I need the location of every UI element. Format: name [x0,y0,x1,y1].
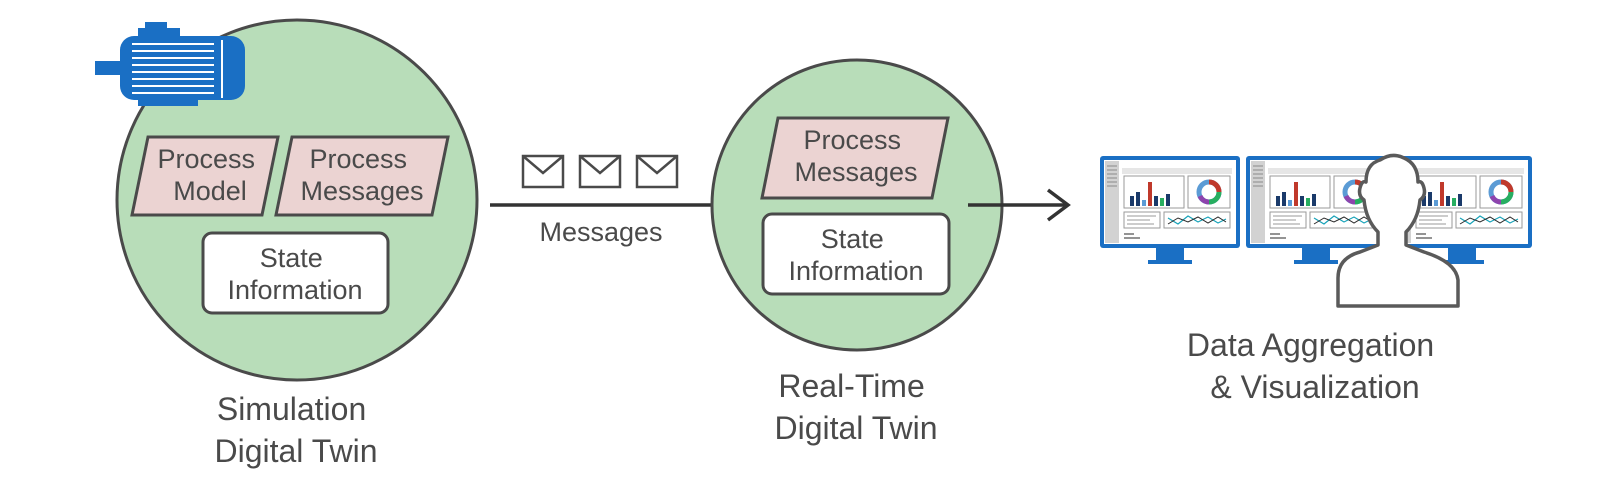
realtime-twin-caption: Real-Time Digital Twin [774,368,937,446]
realtime-state-information-label: State Information [788,224,923,286]
messages-flow: Messages [490,154,745,247]
output-arrowhead [1046,188,1071,222]
motor-icon [95,22,245,106]
envelope-icon [635,154,679,189]
realtime-process-messages-box [760,116,950,200]
simulation-twin-group: Process Model Process Messages State Inf… [95,18,479,469]
envelope-icon [521,154,565,189]
realtime-process-messages-label: Process Messages [794,125,917,187]
visualization-group: Data Aggregation & Visualization [1100,155,1532,405]
monitor-icon [1100,156,1240,264]
state-information-box [201,231,390,315]
output-flow [968,188,1071,222]
simulation-twin-caption: Simulation Digital Twin [214,391,377,469]
person-silhouette-icon [1336,153,1460,308]
realtime-twin-group: Process Messages State Information Real-… [710,58,1004,446]
visualization-caption: Data Aggregation & Visualization [1187,327,1443,405]
messages-label: Messages [539,217,662,247]
realtime-state-information-box [761,212,951,296]
process-messages-label: Process Messages [300,144,423,206]
process-messages-box [274,135,450,217]
envelope-icon [578,154,622,189]
state-information-label: State Information [227,243,362,305]
process-model-box [130,135,280,217]
realtime-circle [710,58,1004,352]
process-model-label: Process Model [157,144,262,206]
